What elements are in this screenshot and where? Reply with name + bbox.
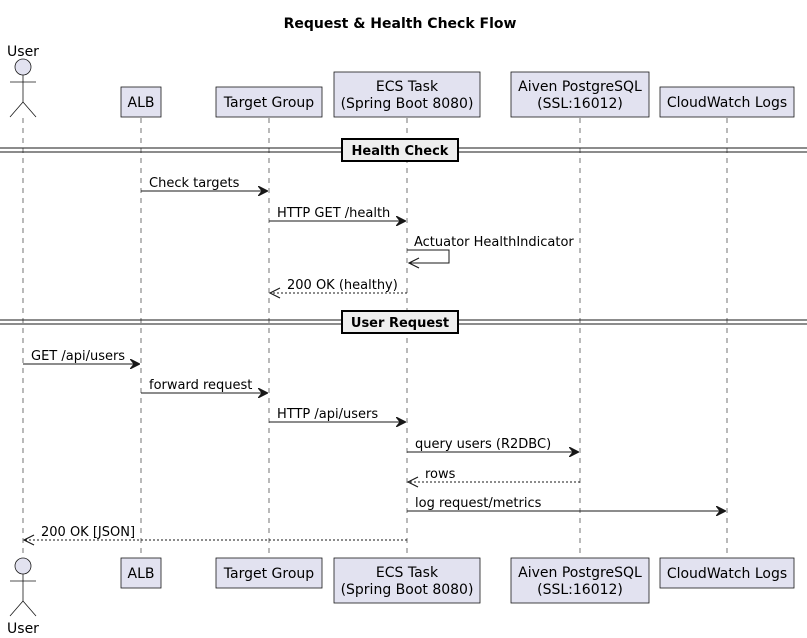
participant-label: ECS Task xyxy=(376,79,439,95)
divider-label: Health Check xyxy=(352,144,449,159)
message-ecs-to-tg: 200 OK (healthy) xyxy=(270,278,407,293)
actor-user: User xyxy=(7,44,39,118)
participant-label: Target Group xyxy=(223,95,314,111)
message-tg-to-ecs: HTTP GET /health xyxy=(269,206,406,221)
participant-ecs: ECS Task(Spring Boot 8080) xyxy=(333,71,481,118)
participant-pg: Aiven PostgreSQL(SSL:16012) xyxy=(510,71,650,118)
participant-box xyxy=(510,557,650,604)
section-divider: User Request xyxy=(0,310,807,334)
participant-box xyxy=(215,86,323,118)
lifelines xyxy=(22,118,728,557)
message-label: GET /api/users xyxy=(31,349,125,364)
participant-cw: CloudWatch Logs xyxy=(659,557,795,589)
participant-pg: Aiven PostgreSQL(SSL:16012) xyxy=(510,557,650,604)
participant-label: Aiven PostgreSQL xyxy=(518,79,642,95)
participant-label: (Spring Boot 8080) xyxy=(341,582,474,598)
participant-box xyxy=(215,557,323,589)
message-alb-to-tg: Check targets xyxy=(141,176,268,191)
participant-label: Target Group xyxy=(223,566,314,582)
message-ecs-to-cw: log request/metrics xyxy=(407,496,726,511)
participant-box xyxy=(659,557,795,589)
message-label: HTTP GET /health xyxy=(277,206,390,221)
diagram-title: Request & Health Check Flow xyxy=(284,16,517,32)
message-label: HTTP /api/users xyxy=(277,407,378,422)
participant-box xyxy=(333,557,481,604)
participant-label: CloudWatch Logs xyxy=(667,566,787,582)
message-ecs-to-pg: query users (R2DBC) xyxy=(407,437,579,452)
section-divider: Health Check xyxy=(0,138,807,162)
participant-label: Aiven PostgreSQL xyxy=(518,565,642,581)
participant-box xyxy=(120,557,162,589)
participant-tg: Target Group xyxy=(215,86,323,118)
actor-head-icon xyxy=(14,557,32,575)
participant-label: CloudWatch Logs xyxy=(667,95,787,111)
participant-label: User xyxy=(7,44,39,60)
participant-box xyxy=(659,86,795,118)
message-pg-to-ecs: rows xyxy=(408,467,580,482)
participant-label: (SSL:16012) xyxy=(537,582,623,598)
participant-box xyxy=(510,71,650,118)
message-label: rows xyxy=(425,467,456,482)
message-label: Actuator HealthIndicator xyxy=(414,235,574,250)
participant-label: (Spring Boot 8080) xyxy=(341,96,474,112)
divider-label: User Request xyxy=(351,316,449,331)
message-label: query users (R2DBC) xyxy=(415,437,551,452)
message-label: 200 OK [JSON] xyxy=(41,525,135,540)
participant-alb: ALB xyxy=(120,557,162,589)
message-alb-to-tg: forward request xyxy=(141,378,268,393)
message-ecs-to-ecs: Actuator HealthIndicator xyxy=(407,235,574,263)
participant-alb: ALB xyxy=(120,86,162,118)
message-tg-to-ecs: HTTP /api/users xyxy=(269,407,406,422)
participant-label: (SSL:16012) xyxy=(537,96,623,112)
participant-tg: Target Group xyxy=(215,557,323,589)
participant-label: ECS Task xyxy=(376,565,439,581)
participants-bottom: User ALB Target Group ECS Task(Spring Boot … xyxy=(7,557,795,637)
participant-box xyxy=(120,86,162,118)
message-arrow xyxy=(407,249,450,263)
participant-box xyxy=(333,71,481,118)
message-user-to-alb: GET /api/users xyxy=(23,349,140,364)
message-ecs-to-user: 200 OK [JSON] xyxy=(24,525,407,540)
message-label: 200 OK (healthy) xyxy=(287,278,398,293)
participant-label: ALB xyxy=(128,566,155,582)
message-label: forward request xyxy=(149,378,252,393)
participant-ecs: ECS Task(Spring Boot 8080) xyxy=(333,557,481,604)
participant-label: ALB xyxy=(128,95,155,111)
actor-user: User xyxy=(7,557,39,637)
message-label: log request/metrics xyxy=(415,496,542,511)
participant-label: User xyxy=(7,621,39,637)
participant-cw: CloudWatch Logs xyxy=(659,86,795,118)
message-label: Check targets xyxy=(149,176,240,191)
actor-head-icon xyxy=(14,58,32,76)
